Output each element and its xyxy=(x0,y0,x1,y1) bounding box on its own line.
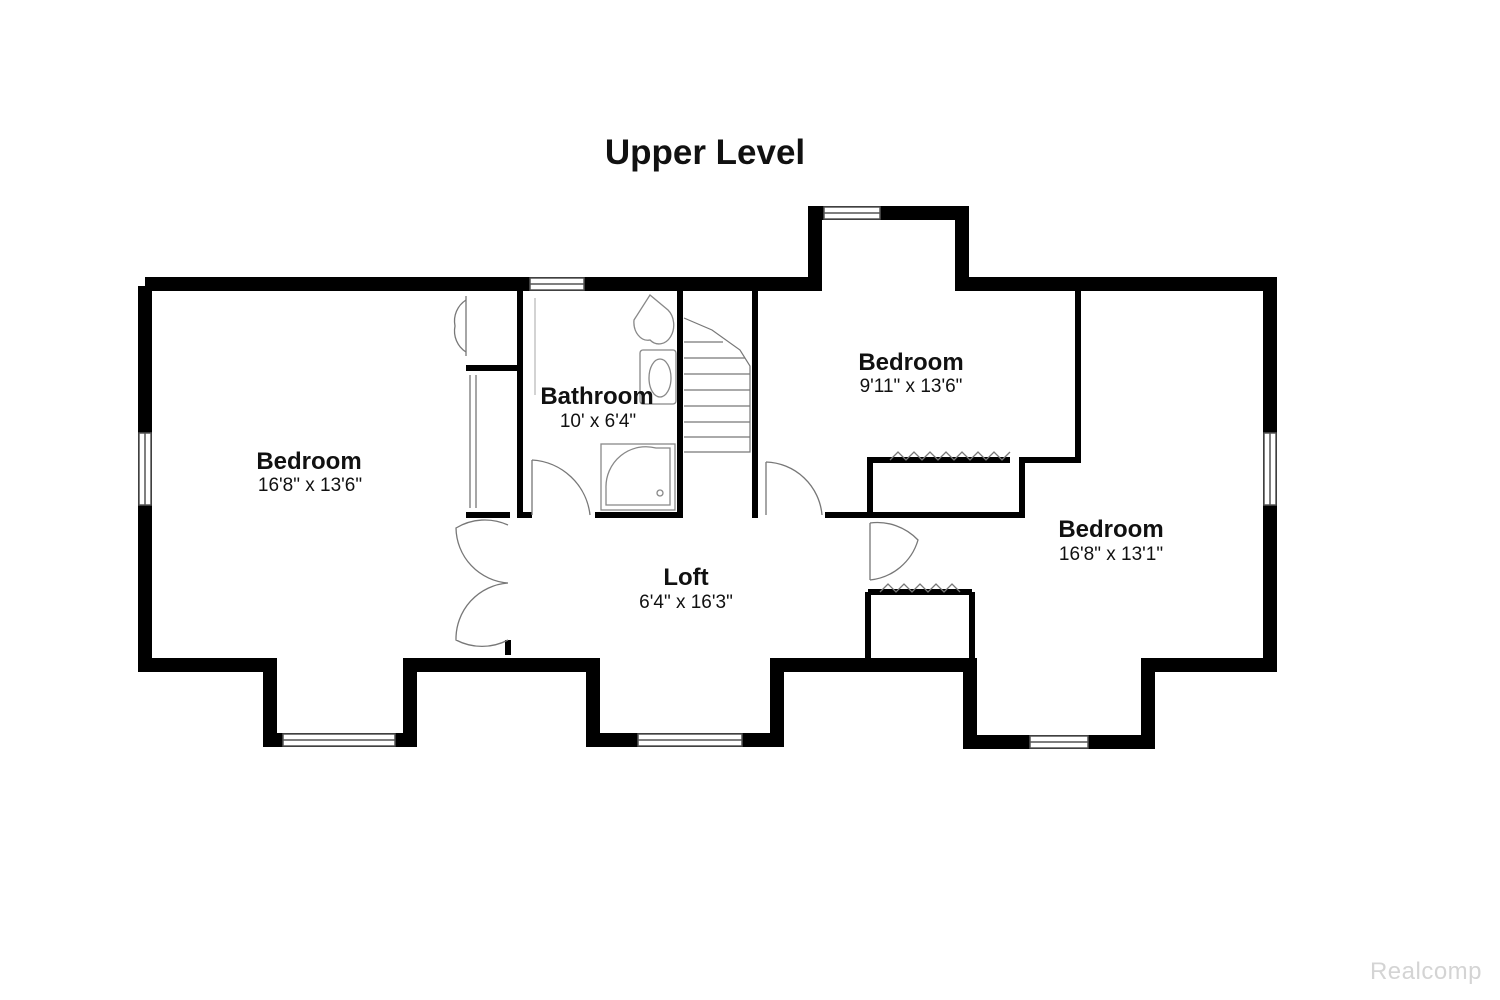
watermark-realcomp: Realcomp xyxy=(1369,958,1482,985)
room-dimensions-loft: 6'4" x 16'3" xyxy=(639,592,733,613)
closet-bifold-upper xyxy=(889,451,1011,461)
closet-bifold-lower xyxy=(879,583,961,593)
floor-title: Upper Level xyxy=(604,133,806,172)
toilet-icon xyxy=(633,294,675,345)
stair-outline xyxy=(683,317,751,453)
shower-curve-icon xyxy=(605,446,671,506)
shower-icon xyxy=(600,443,676,511)
door-loft-double xyxy=(455,519,509,647)
interior-walls xyxy=(466,290,1081,660)
wall-bedroom2-bottom xyxy=(867,290,1081,518)
room-dimensions-bathroom: 10' x 6'4" xyxy=(559,411,637,432)
room-dimensions-bedroom-3: 16'8" x 13'1" xyxy=(1058,544,1164,565)
room-name-bedroom-1: Bedroom xyxy=(256,448,362,475)
sink-icon xyxy=(639,349,677,405)
door-bathroom xyxy=(531,459,591,516)
room-name-bathroom: Bathroom xyxy=(540,383,654,410)
sink-bowl-icon xyxy=(648,358,672,398)
room-name-bedroom-2: Bedroom xyxy=(858,349,964,376)
room-dimensions-bedroom-2: 9'11" x 13'6" xyxy=(859,376,963,397)
bath-fixtures xyxy=(534,294,677,511)
stairs xyxy=(683,317,751,453)
door-bedroom1-closet-top xyxy=(453,299,467,353)
room-name-bedroom-3: Bedroom xyxy=(1058,516,1164,543)
windows xyxy=(138,206,1277,749)
door-bedroom3 xyxy=(869,521,919,581)
door-bedroom2 xyxy=(765,461,823,516)
room-dimensions-bedroom-1: 16'8" x 13'6" xyxy=(257,475,363,496)
room-name-loft: Loft xyxy=(663,564,709,591)
drain-icon xyxy=(656,489,664,497)
doors xyxy=(453,296,1011,647)
